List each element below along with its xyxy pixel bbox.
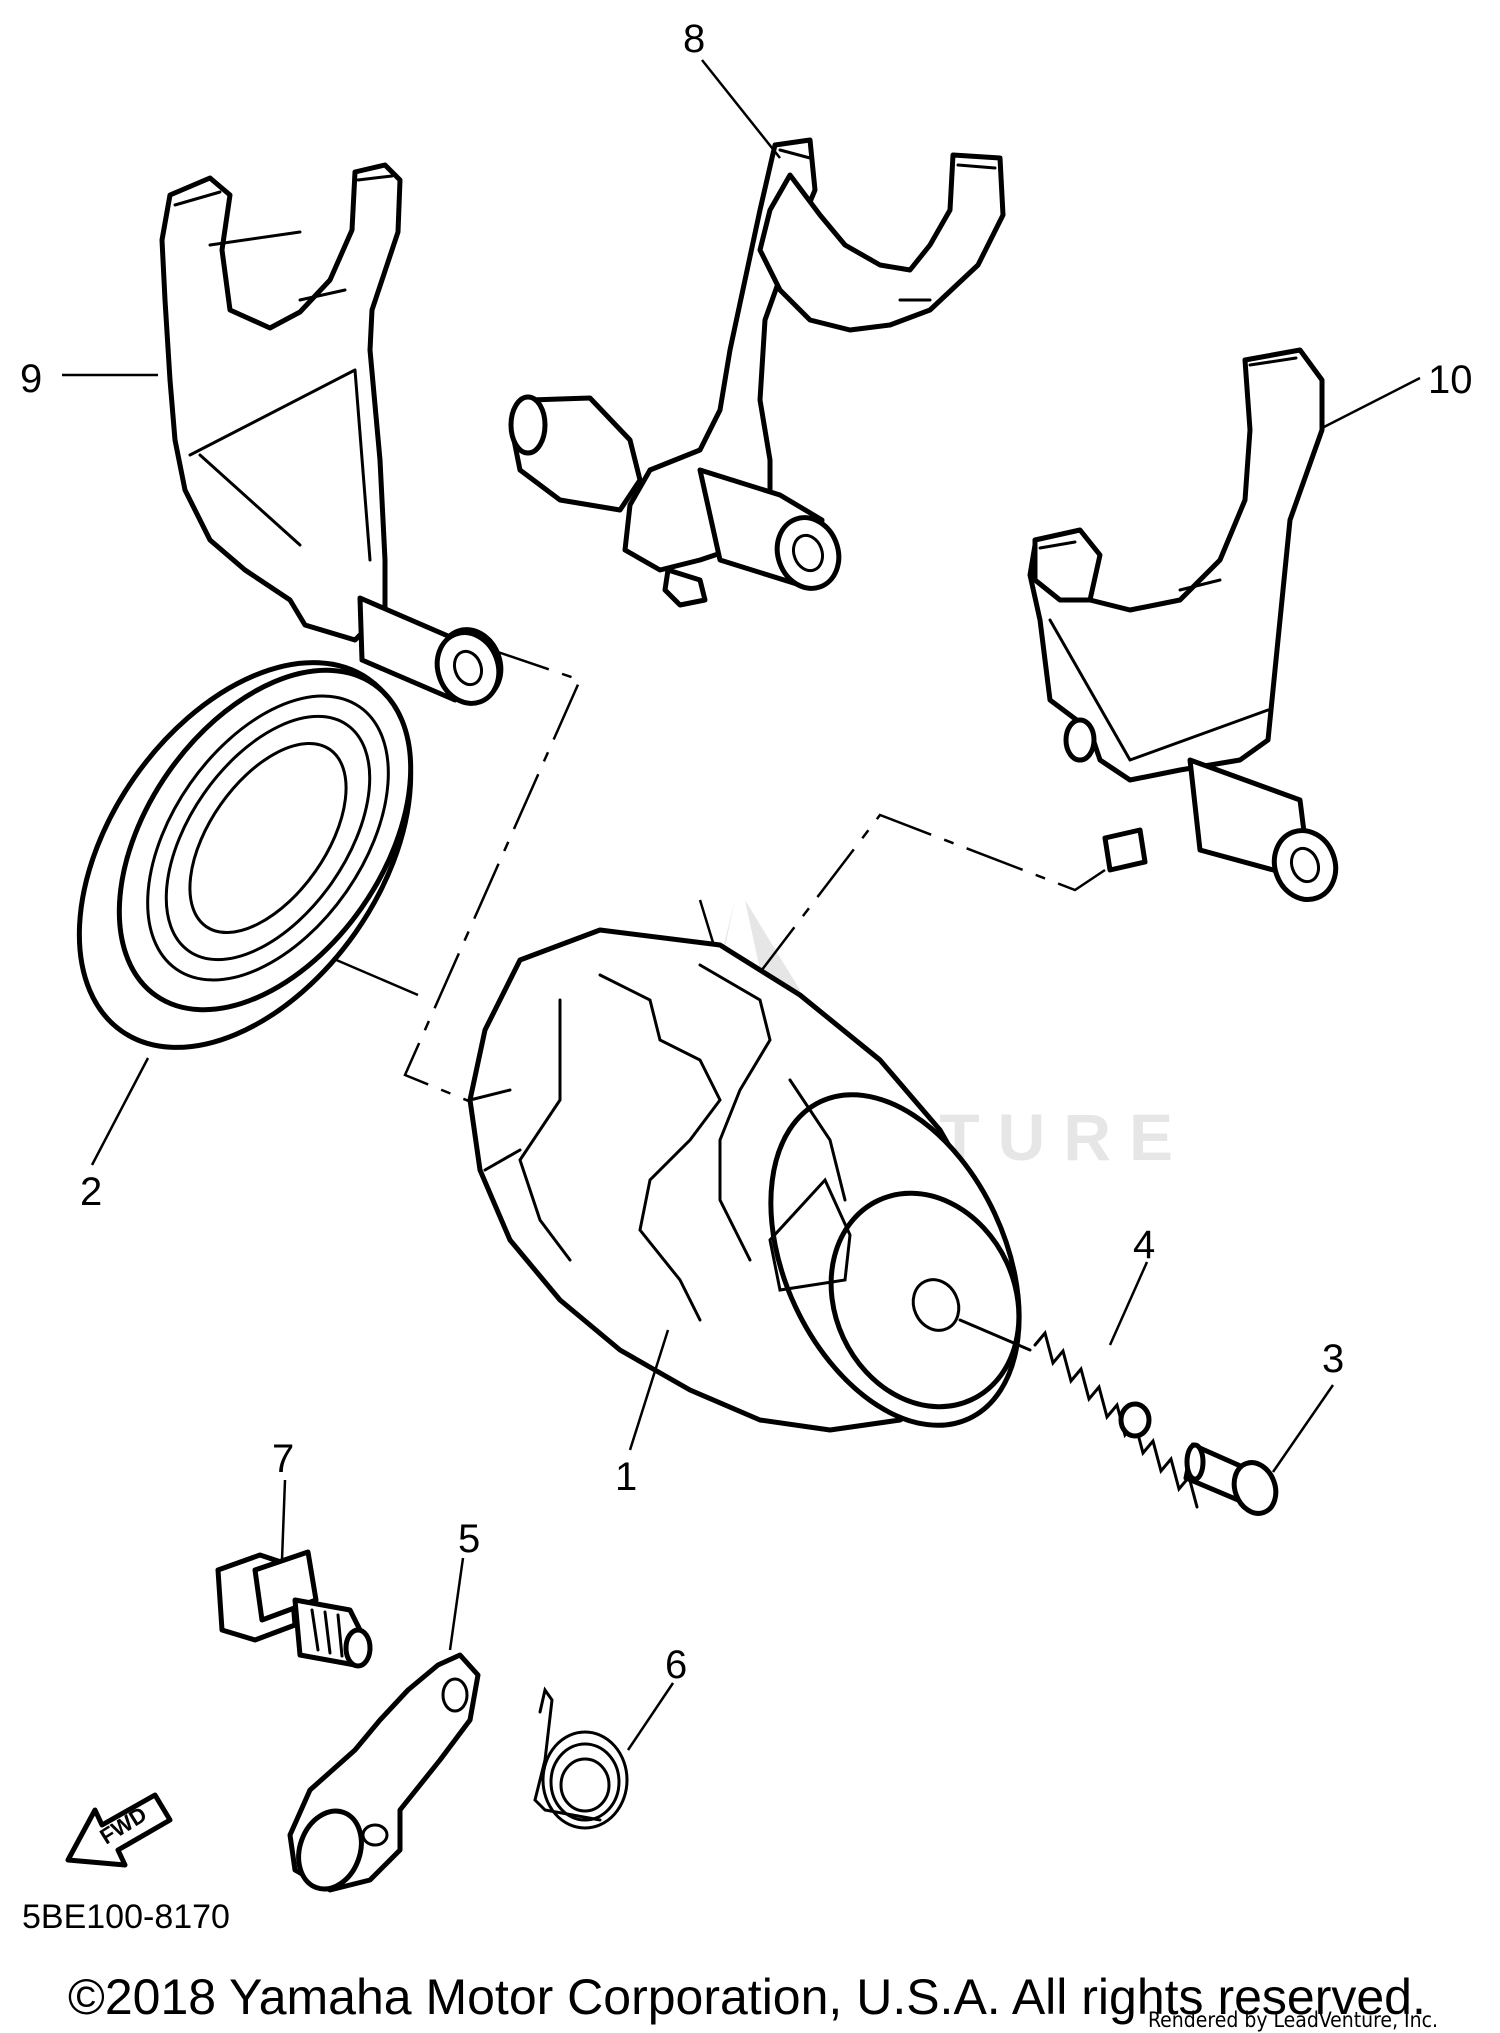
- shift-fork-center-drawing: [508, 137, 1006, 608]
- callout-10: 10: [1428, 358, 1473, 402]
- bolt-drawing: [215, 1549, 373, 1669]
- shift-drum-drawing: [467, 927, 1022, 1433]
- compression-spring-drawing: [958, 1318, 1199, 1509]
- pin-drawing: [1183, 1442, 1279, 1516]
- shift-fork-left-drawing: [159, 162, 504, 706]
- callout-3: 3: [1322, 1337, 1344, 1381]
- callout-4: 4: [1133, 1223, 1155, 1267]
- callout-7: 7: [272, 1437, 294, 1481]
- bearing-drawing: [76, 660, 414, 1050]
- callout-1: 1: [615, 1455, 637, 1499]
- callout-8: 8: [683, 17, 705, 61]
- callout-2: 2: [80, 1170, 102, 1214]
- fwd-arrow-icon: FWD: [65, 1792, 173, 1868]
- torsion-spring-drawing: [533, 1686, 629, 1830]
- callout-6: 6: [665, 1643, 687, 1687]
- callout-5: 5: [458, 1517, 480, 1561]
- copyright-notice: ©2018 Yamaha Motor Corporation, U.S.A. A…: [68, 1969, 1426, 2025]
- rendered-by-credit: Rendered by LeadVenture, Inc.: [1148, 2008, 1438, 2032]
- stopper-lever-drawing: [287, 1652, 481, 1893]
- diagram-code: 5BE100-8170: [22, 1898, 230, 1936]
- callout-numbers: 9 8 10 2 1 4 3 7 5 6: [20, 17, 1473, 1687]
- callout-9: 9: [20, 357, 42, 401]
- shift-fork-right-drawing: [1027, 347, 1339, 902]
- callout-leaders: [62, 59, 1421, 1751]
